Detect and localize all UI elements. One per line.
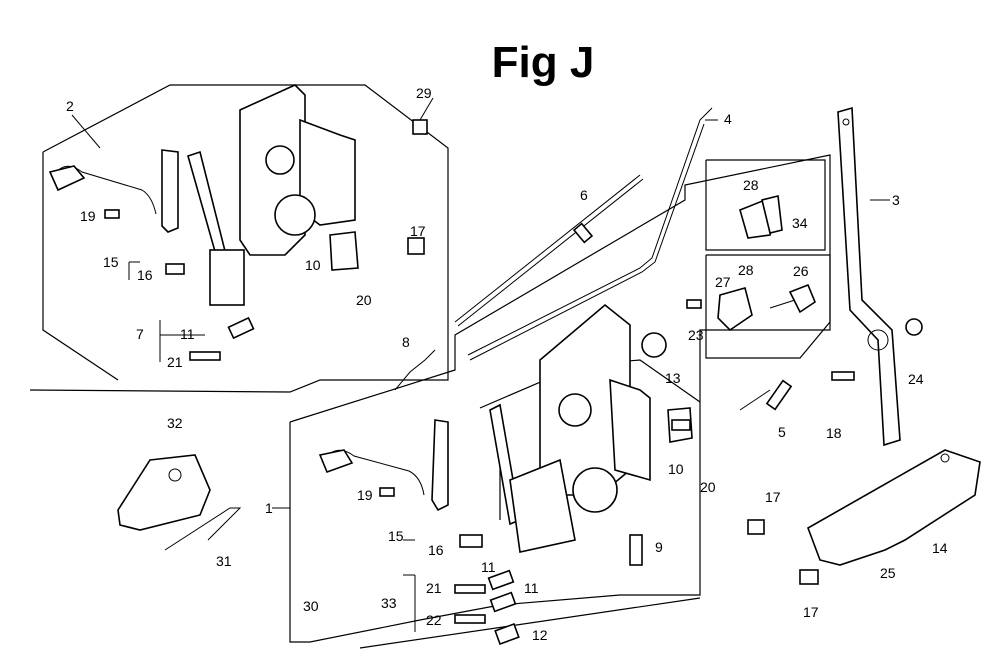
label-part-34: 34 bbox=[792, 215, 808, 231]
label-part-23: 23 bbox=[688, 327, 704, 343]
label-part-12: 12 bbox=[532, 627, 548, 643]
label-part-3: 3 bbox=[892, 192, 900, 208]
label-part-13: 13 bbox=[665, 370, 681, 386]
label-part-5: 5 bbox=[778, 424, 786, 440]
label-part-27: 27 bbox=[715, 274, 731, 290]
throttle-rod bbox=[467, 107, 713, 361]
springs-fasteners bbox=[104, 119, 923, 646]
label-part-9: 9 bbox=[655, 539, 663, 555]
label-part-31: 31 bbox=[216, 553, 232, 569]
label-part-16b: 16 bbox=[428, 542, 444, 558]
label-part-11a: 11 bbox=[180, 326, 195, 342]
label-part-15b: 15 bbox=[388, 528, 404, 544]
label-part-10b: 10 bbox=[668, 461, 684, 477]
label-part-7: 7 bbox=[136, 326, 144, 342]
leader-lines bbox=[71, 97, 890, 632]
label-part-21a: 21 bbox=[167, 354, 183, 370]
label-part-20a: 20 bbox=[356, 292, 372, 308]
label-part-18: 18 bbox=[826, 425, 842, 441]
label-part-15a: 15 bbox=[103, 254, 119, 270]
label-part-28a: 28 bbox=[743, 177, 759, 193]
label-part-10a: 10 bbox=[305, 257, 321, 273]
cover-plate bbox=[807, 449, 981, 566]
label-part-19a: 19 bbox=[80, 208, 96, 224]
label-part-4: 4 bbox=[724, 111, 732, 127]
assembly-2-boundary bbox=[29, 84, 449, 393]
part-labels: 1 2 3 4 5 6 7 8 9 10 10 11 11 11 12 13 1… bbox=[66, 85, 948, 643]
label-part-1: 1 bbox=[265, 500, 273, 516]
label-part-2: 2 bbox=[66, 98, 74, 114]
label-part-25: 25 bbox=[880, 565, 896, 581]
label-part-11c: 11 bbox=[524, 580, 539, 596]
label-part-22: 22 bbox=[426, 612, 442, 628]
label-part-6: 6 bbox=[580, 187, 588, 203]
label-part-8: 8 bbox=[402, 334, 410, 350]
label-part-20b: 20 bbox=[700, 479, 716, 495]
label-part-32: 32 bbox=[167, 415, 183, 431]
label-part-29: 29 bbox=[416, 85, 432, 101]
label-part-17b: 17 bbox=[765, 489, 781, 505]
label-part-19b: 19 bbox=[357, 487, 373, 503]
label-part-21b: 21 bbox=[426, 580, 442, 596]
control-base-upper bbox=[48, 84, 359, 306]
label-part-33: 33 bbox=[381, 595, 397, 611]
label-part-30: 30 bbox=[303, 598, 319, 614]
label-part-24: 24 bbox=[908, 371, 924, 387]
sub-box-26-34 bbox=[705, 159, 831, 359]
control-base-lower bbox=[318, 303, 693, 553]
label-part-14: 14 bbox=[932, 540, 948, 556]
figure-title: Fig J bbox=[491, 38, 595, 87]
bracket-32 bbox=[117, 454, 211, 531]
control-lever bbox=[837, 106, 901, 447]
label-part-17a: 17 bbox=[410, 223, 426, 239]
label-part-16a: 16 bbox=[137, 267, 153, 283]
clip-31 bbox=[164, 507, 242, 551]
label-part-28b: 28 bbox=[738, 262, 754, 278]
label-part-26: 26 bbox=[793, 263, 809, 279]
control-rod bbox=[454, 174, 644, 327]
label-part-11b: 11 bbox=[481, 559, 496, 575]
label-part-17c: 17 bbox=[803, 604, 819, 620]
